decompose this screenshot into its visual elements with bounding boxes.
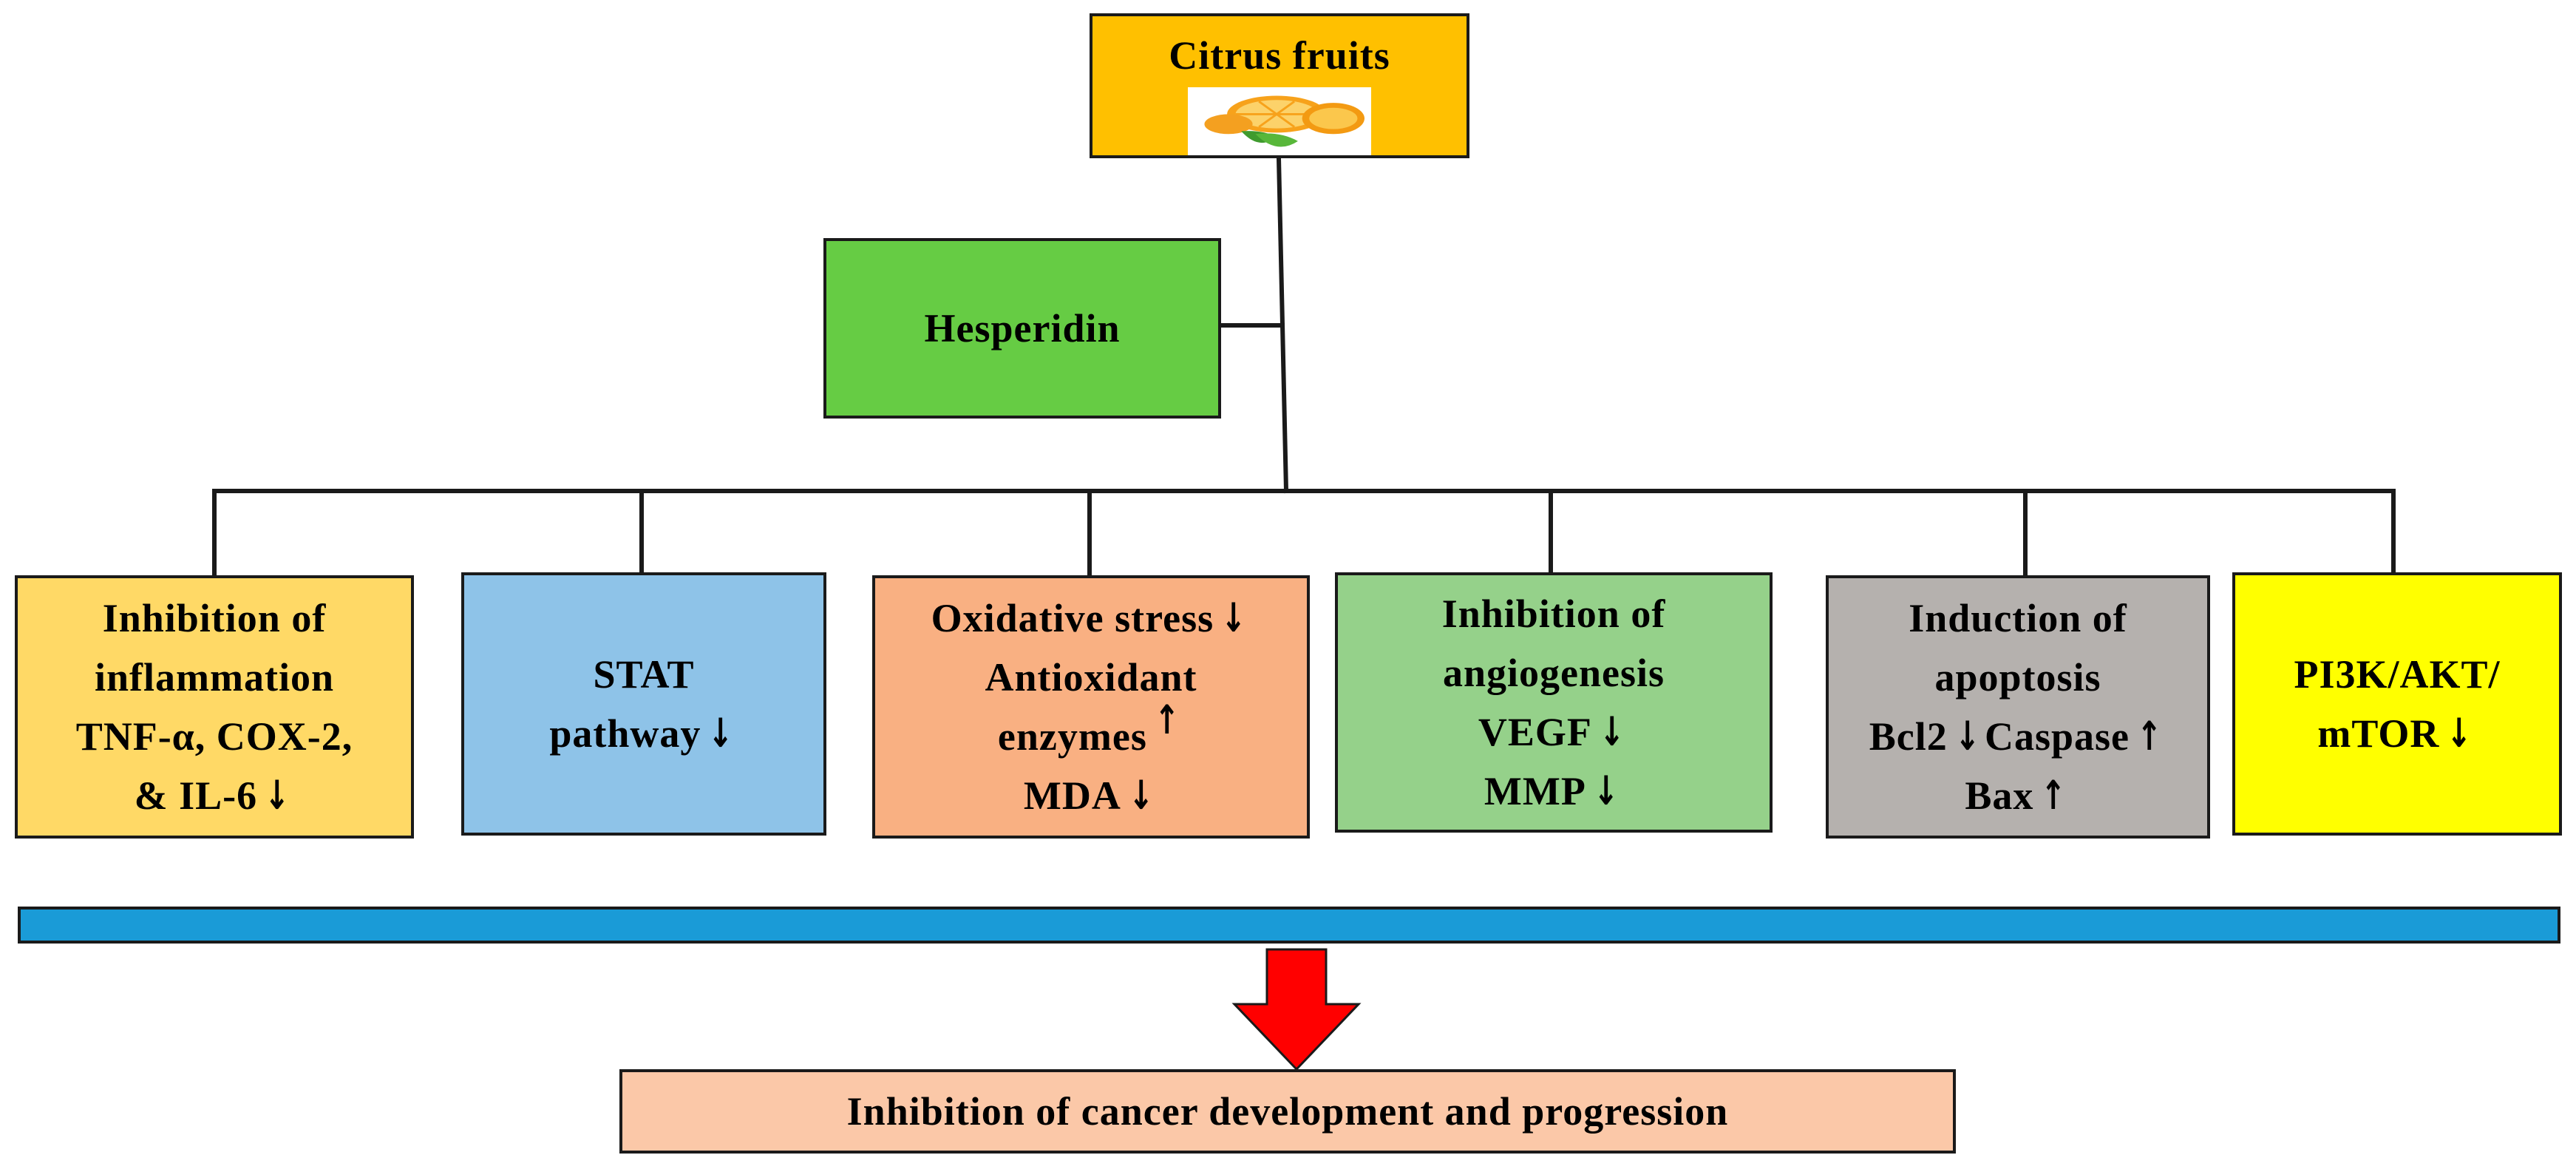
mechanism-box-inflammation: Inhibition of inflammation TNF-α, COX-2,…	[15, 575, 414, 839]
mechanism-line: STAT	[593, 652, 695, 697]
up-arrow-icon: ↑	[2136, 713, 2163, 759]
hesperidin-box: Hesperidin	[823, 238, 1221, 419]
mechanism-line: Inhibition of	[102, 596, 327, 640]
down-arrow-icon: ↓	[1954, 713, 1981, 759]
mechanism-line: mTOR↓	[2317, 704, 2476, 763]
down-arrow-icon: ↓	[1128, 772, 1155, 819]
mechanism-line: Bax↑	[1965, 766, 2070, 825]
mechanism-line: Antioxidant	[985, 655, 1197, 700]
citrus-fruits-title: Citrus fruits	[1169, 33, 1390, 78]
mechanism-line: PI3K/AKT/	[2294, 652, 2501, 697]
mechanism-box-pi3k: PI3K/AKT/ mTOR↓	[2232, 572, 2562, 836]
mechanism-box-stat: STAT pathway↓	[461, 572, 826, 836]
down-arrow-icon: ↓	[264, 772, 290, 819]
citrus-fruits-box: Citrus fruits	[1090, 13, 1469, 158]
down-arrow-icon: ↓	[1599, 708, 1625, 755]
mechanism-line: Oxidative stress↓	[931, 589, 1251, 648]
outcome-label: Inhibition of cancer development and pro…	[846, 1089, 1729, 1134]
outcome-box: Inhibition of cancer development and pro…	[619, 1069, 1956, 1154]
down-arrow-icon: ↓	[708, 710, 734, 756]
summary-bar	[18, 907, 2560, 944]
mechanism-box-angiogenesis: Inhibition of angiogenesis VEGF↓ MMP↓	[1335, 572, 1773, 833]
mechanism-line: & IL-6↓	[135, 766, 295, 825]
mechanism-box-apoptosis: Induction of apoptosis Bcl2↓Caspase↑ Bax…	[1826, 575, 2210, 839]
down-arrow-icon: ↓	[2447, 710, 2473, 756]
mechanism-line: MDA↓	[1024, 766, 1158, 825]
down-arrow-icon: ↓	[1220, 595, 1247, 641]
down-arrow-icon: ↓	[1593, 768, 1620, 814]
up-arrow-icon: ↑	[2041, 772, 2067, 819]
mechanism-box-oxidative-stress: Oxidative stress↓ Antioxidant enzymes↑ M…	[872, 575, 1310, 839]
mechanism-line: Induction of	[1909, 596, 2127, 640]
hesperidin-label: Hesperidin	[924, 306, 1121, 350]
mechanism-line: Bcl2↓Caspase↑	[1869, 707, 2167, 766]
mechanism-line: VEGF↓	[1478, 702, 1629, 762]
mechanism-line: TNF-α, COX-2,	[75, 714, 353, 759]
mechanism-line: Inhibition of	[1441, 592, 1666, 636]
orange-slices-image	[1188, 87, 1371, 155]
mechanism-line: enzymes↑	[998, 697, 1184, 766]
mechanism-line: angiogenesis	[1442, 651, 1665, 695]
red-down-arrow-icon	[1231, 948, 1362, 1071]
mechanism-line: apoptosis	[1934, 655, 2101, 700]
mechanism-line: MMP↓	[1484, 762, 1623, 821]
up-arrow-icon: ↑	[1154, 697, 1180, 743]
mechanism-line: pathway↓	[549, 704, 738, 763]
mechanism-line: inflammation	[94, 655, 334, 700]
